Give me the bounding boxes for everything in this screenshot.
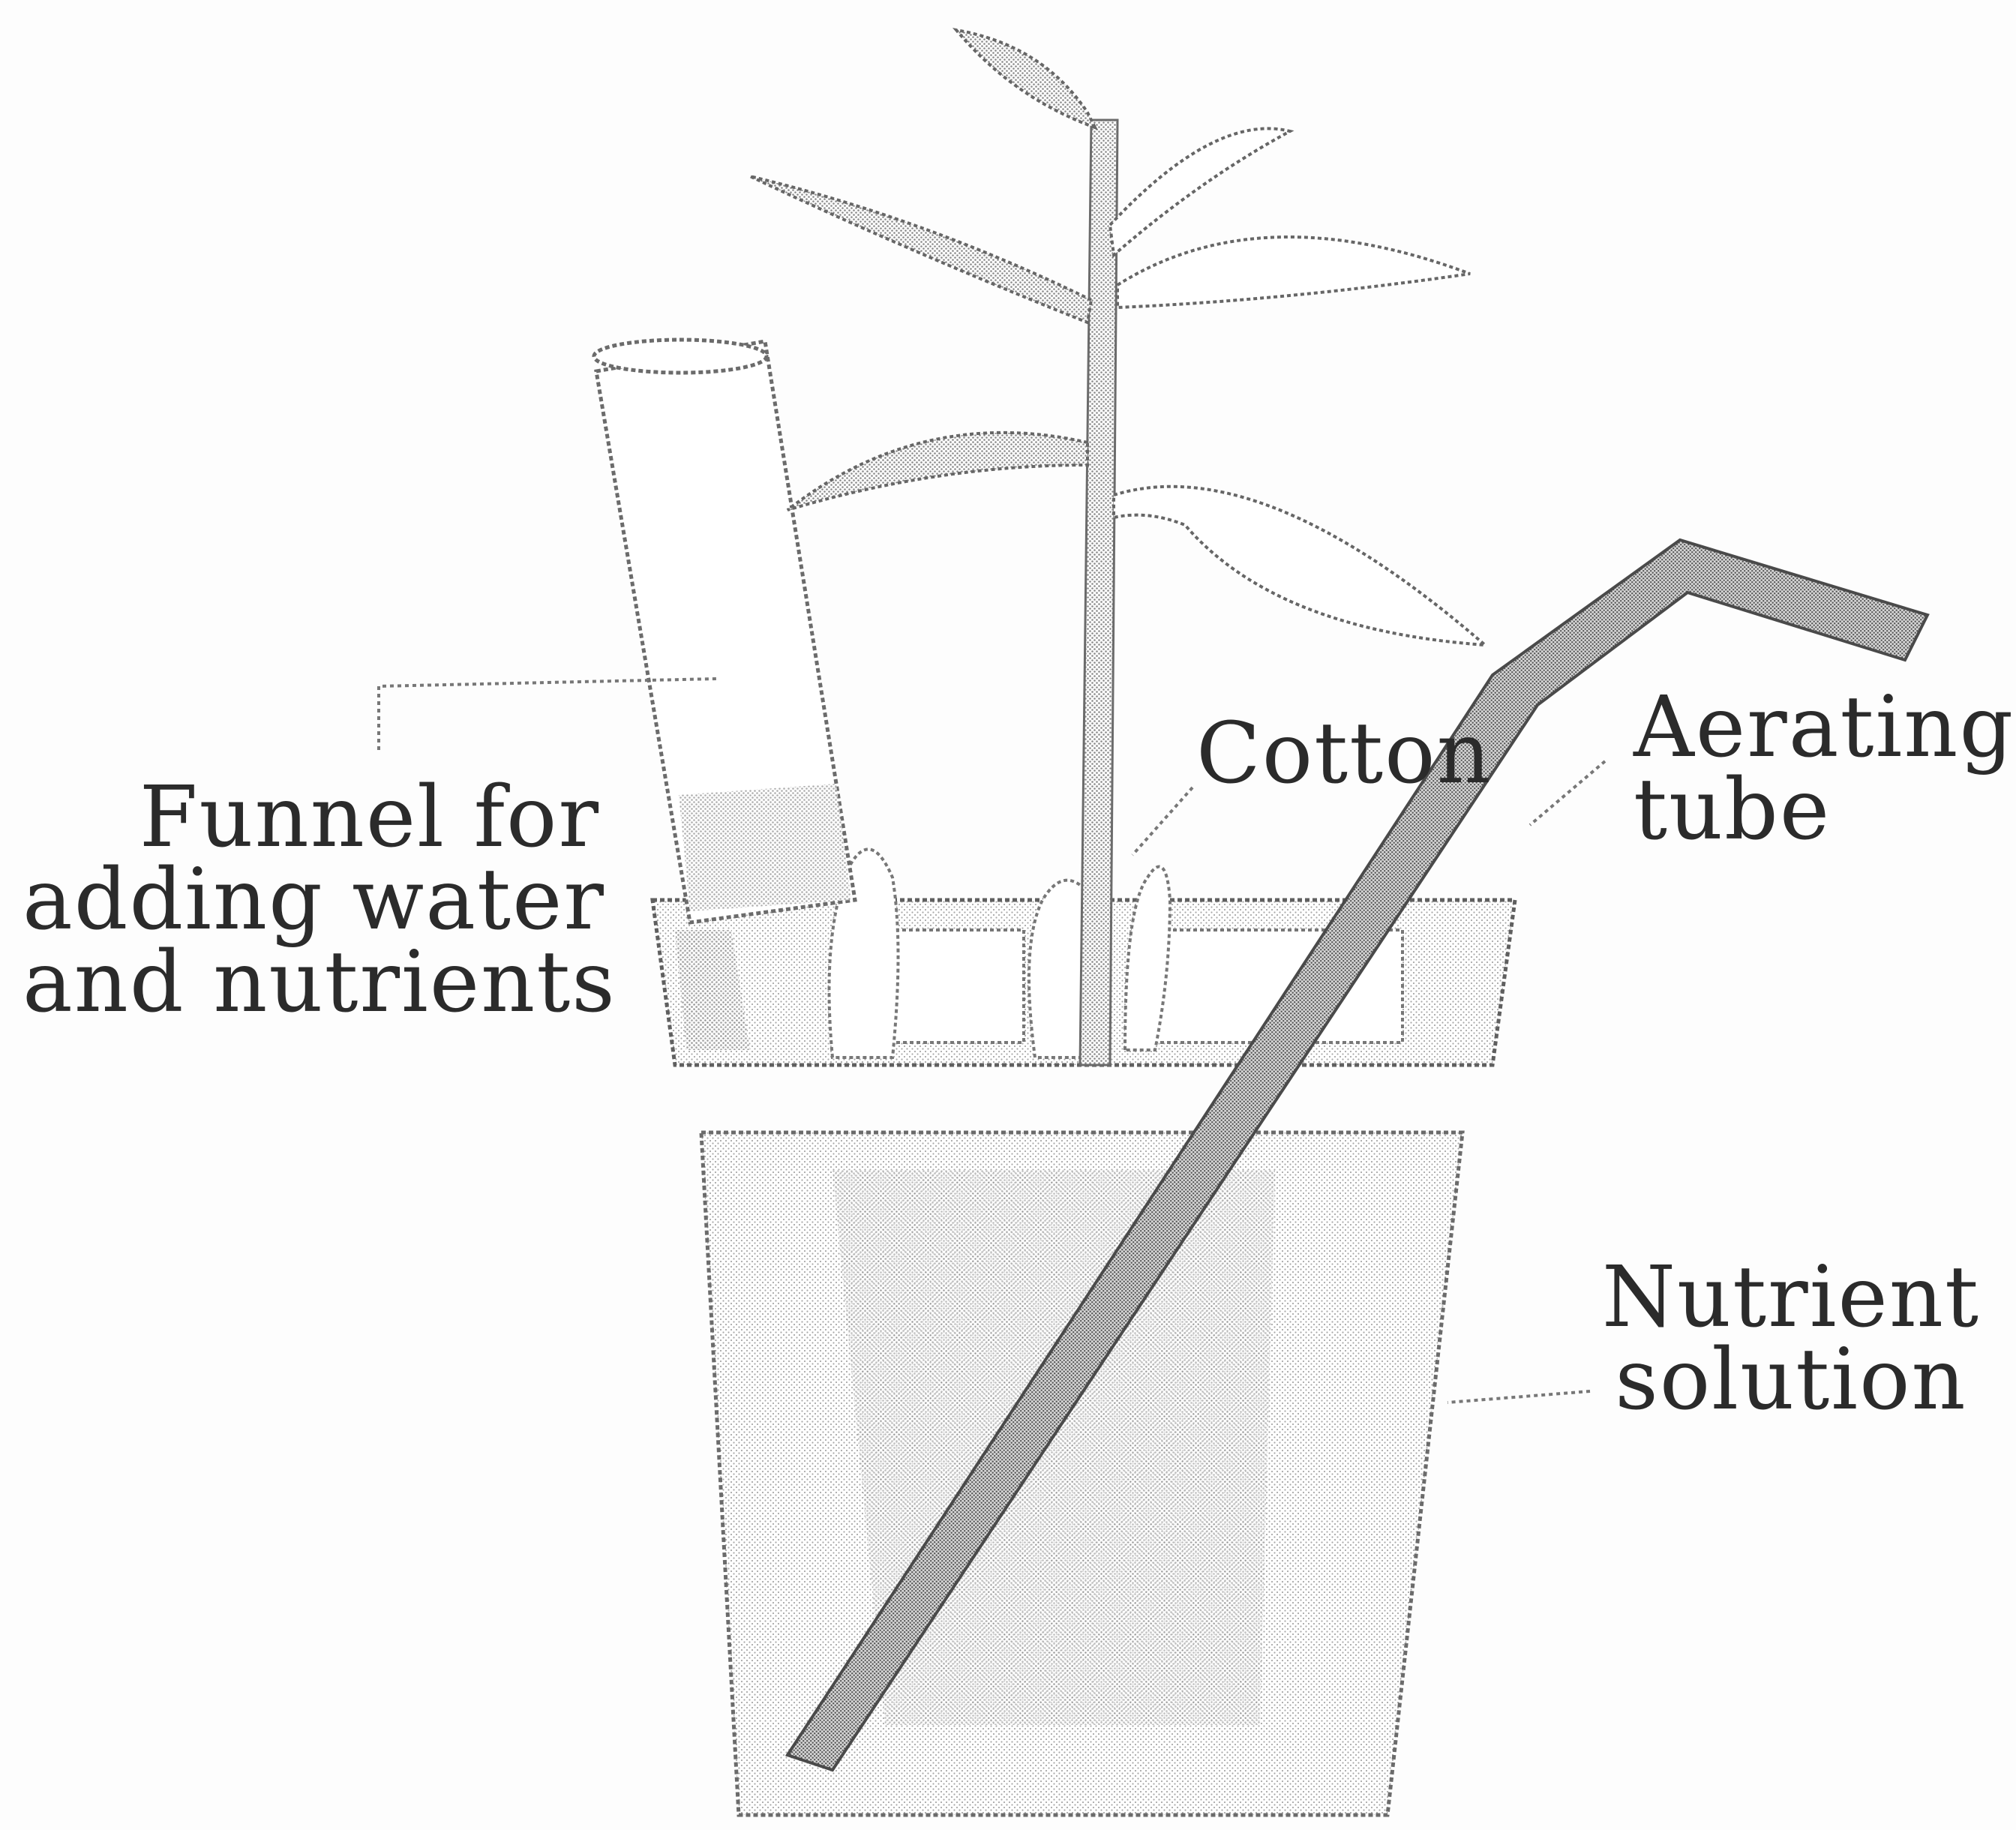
cotton-leader	[1132, 788, 1192, 855]
leaf-lower-right	[1114, 487, 1485, 645]
funnel	[594, 340, 855, 922]
label-aerating-line-2: tube	[1634, 769, 2014, 851]
label-funnel-line-3: and nutrients	[22, 941, 600, 1024]
leaf-upper-right	[1110, 128, 1290, 255]
label-funnel: Funnel for adding water and nutrients	[22, 776, 600, 1024]
label-cotton: Cotton	[1196, 712, 1492, 795]
label-nutrient-line-2: solution	[1596, 1339, 1986, 1421]
label-nutrient-line-1: Nutrient	[1596, 1256, 1986, 1339]
label-cotton-text: Cotton	[1196, 712, 1492, 795]
label-nutrient-solution: Nutrient solution	[1596, 1256, 1986, 1421]
label-funnel-line-2: adding water	[22, 859, 600, 941]
label-aerating-tube: Aerating tube	[1634, 686, 2014, 851]
leaf-top	[956, 30, 1095, 128]
nutrient-leader	[1448, 1391, 1590, 1402]
plant-stem	[1080, 120, 1118, 1065]
label-funnel-line-1: Funnel for	[22, 776, 600, 859]
aerating-leader	[1530, 761, 1605, 825]
label-aerating-line-1: Aerating	[1634, 686, 2014, 769]
leaf-lower-left	[788, 433, 1088, 510]
leaf-upper-left	[750, 176, 1091, 322]
leaf-mid-right	[1118, 237, 1470, 308]
